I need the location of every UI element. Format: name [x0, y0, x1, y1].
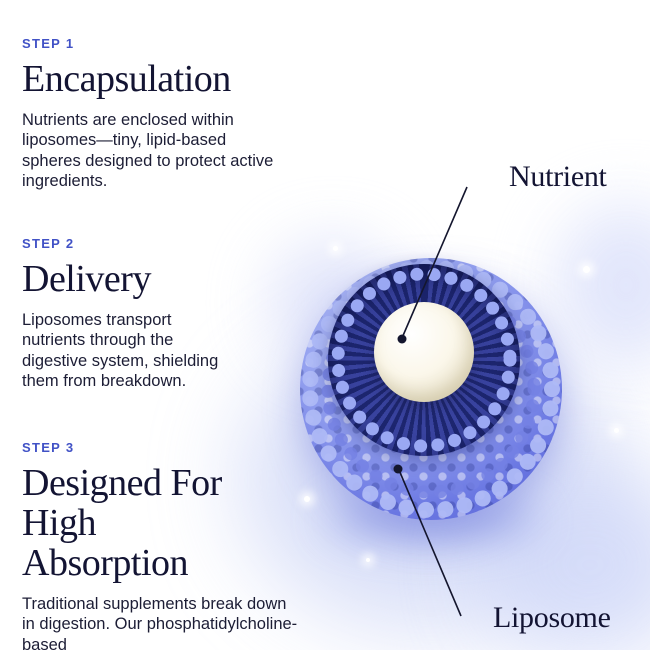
step-1-kicker: STEP 1: [22, 36, 75, 51]
sparkle: [366, 558, 370, 562]
background-blob: [556, 205, 650, 365]
sparkle: [304, 496, 310, 502]
step-1-block: STEP 1 Encapsulation Nutrients are enclo…: [22, 36, 284, 192]
step-1-body: Nutrients are enclosed within liposomes—…: [22, 110, 274, 191]
step-2-kicker: STEP 2: [22, 236, 75, 251]
sparkle: [583, 266, 590, 273]
step-3-title: Designed For High Absorption: [22, 462, 222, 584]
step-3-body: Traditional supplements break down in di…: [22, 594, 298, 650]
step-3-block: STEP 3 Designed For High Absorption Trad…: [22, 440, 302, 650]
nutrient-label: Nutrient: [509, 160, 607, 193]
sparkle: [614, 428, 619, 433]
step-2-title: Delivery: [22, 258, 151, 300]
liposome-label: Liposome: [493, 601, 611, 634]
nutrient-core-sphere: [374, 302, 474, 402]
step-2-body: Liposomes transport nutrients through th…: [22, 310, 219, 391]
step-2-block: STEP 2 Delivery Liposomes transport nutr…: [22, 236, 252, 392]
sparkle: [333, 246, 338, 251]
step-1-title: Encapsulation: [22, 58, 231, 100]
step-3-kicker: STEP 3: [22, 440, 75, 455]
